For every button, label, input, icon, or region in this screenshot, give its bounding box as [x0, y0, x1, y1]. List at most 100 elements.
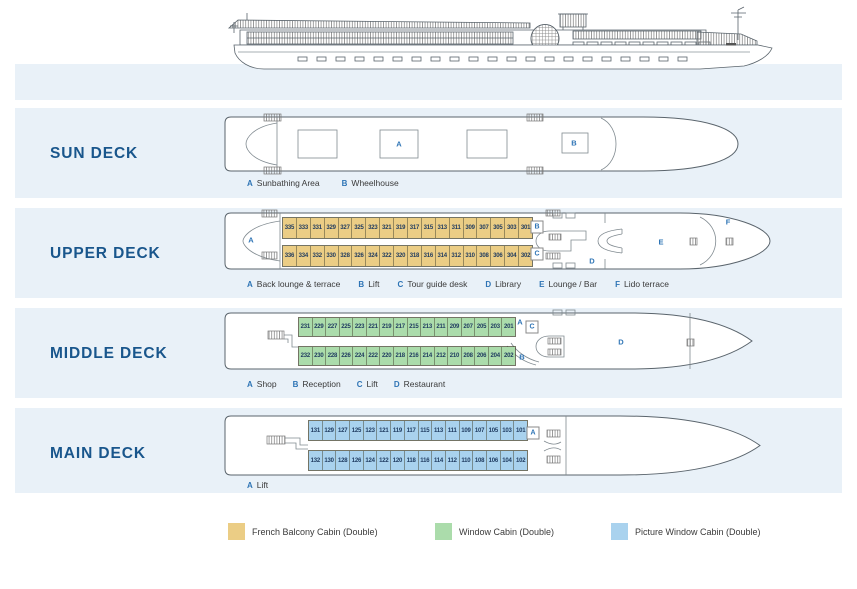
- cabin-336: 336: [283, 246, 296, 266]
- legend-key: D: [485, 279, 492, 289]
- cabin-321: 321: [379, 218, 394, 238]
- cabin-118: 118: [403, 451, 418, 470]
- cabin-127: 127: [335, 421, 350, 440]
- legend-key: A: [247, 480, 253, 490]
- legend-label: Reception: [302, 379, 341, 389]
- legend-label: Shop: [256, 379, 277, 389]
- ship-profile-illustration: [227, 6, 773, 70]
- cabin-115: 115: [417, 421, 432, 440]
- legend-key: A: [247, 379, 253, 389]
- cabin-131: 131: [309, 421, 322, 440]
- cabin-225: 225: [338, 318, 353, 336]
- band-ship-profile: [15, 64, 842, 100]
- legend-french-balcony-cabin: French Balcony Cabin (Double): [228, 523, 378, 540]
- main-deck-title: MAIN DECK: [50, 445, 146, 462]
- legend-label: Lift: [256, 480, 269, 490]
- cabin-230: 230: [311, 347, 326, 365]
- cabin-331: 331: [309, 218, 324, 238]
- cabin-330: 330: [323, 246, 338, 266]
- cabin-229: 229: [311, 318, 326, 336]
- cabin-216: 216: [406, 347, 421, 365]
- cabin-307: 307: [476, 218, 491, 238]
- legend-label: Lounge / Bar: [548, 279, 598, 289]
- legend-key: B: [292, 379, 299, 389]
- sun-deck-title: SUN DECK: [50, 145, 139, 162]
- legend-label: Wheelhouse: [351, 178, 399, 188]
- cabin-314: 314: [434, 246, 449, 266]
- cabin-121: 121: [376, 421, 391, 440]
- cabin-206: 206: [474, 347, 488, 365]
- cabin-304: 304: [504, 246, 519, 266]
- window-cabin-swatch: [435, 523, 452, 540]
- cabin-207: 207: [460, 318, 475, 336]
- cabin-123: 123: [362, 421, 377, 440]
- legend-key: A: [247, 279, 253, 289]
- cabin-327: 327: [337, 218, 352, 238]
- cabin-318: 318: [407, 246, 421, 266]
- cabin-301: 301: [518, 218, 533, 238]
- cabin-316: 316: [420, 246, 435, 266]
- picture-window-swatch: [611, 523, 628, 540]
- legend-key: C: [356, 379, 363, 389]
- cabin-220: 220: [379, 347, 393, 365]
- cabin-302: 302: [518, 246, 533, 266]
- cabin-201: 201: [501, 318, 515, 336]
- cabin-329: 329: [323, 218, 338, 238]
- cabin-205: 205: [474, 318, 488, 336]
- cabin-109: 109: [458, 421, 473, 440]
- legend-key: B: [358, 279, 365, 289]
- cabin-310: 310: [462, 246, 477, 266]
- cabin-101: 101: [513, 421, 527, 440]
- cabin-303: 303: [504, 218, 519, 238]
- legend-label: Lido terrace: [624, 279, 669, 289]
- cabin-312: 312: [448, 246, 463, 266]
- cabin-130: 130: [321, 451, 336, 470]
- cabin-222: 222: [365, 347, 380, 365]
- upper-deck-title: UPPER DECK: [50, 245, 161, 262]
- cabin-323: 323: [365, 218, 380, 238]
- cabin-319: 319: [393, 218, 408, 238]
- middle-deck-title: MIDDLE DECK: [50, 345, 168, 362]
- legend-window-cabin: Window Cabin (Double): [435, 523, 554, 540]
- cabin-124: 124: [362, 451, 377, 470]
- french-balcony-swatch: [228, 523, 245, 540]
- legend-key: B: [341, 178, 348, 188]
- legend-label: Sunbathing Area: [256, 178, 320, 188]
- cabin-114: 114: [431, 451, 445, 470]
- cabin-210: 210: [447, 347, 461, 365]
- cabin-315: 315: [420, 218, 435, 238]
- cabin-208: 208: [460, 347, 475, 365]
- cabin-129: 129: [321, 421, 336, 440]
- cabin-322: 322: [379, 246, 394, 266]
- cabin-102: 102: [513, 451, 527, 470]
- cabin-203: 203: [487, 318, 502, 336]
- cabin-215: 215: [406, 318, 421, 336]
- legend-label: Back lounge & terrace: [256, 279, 341, 289]
- cabin-128: 128: [335, 451, 350, 470]
- cabin-326: 326: [351, 246, 366, 266]
- cabin-311: 311: [448, 218, 463, 238]
- cabin-320: 320: [393, 246, 408, 266]
- cabin-120: 120: [390, 451, 404, 470]
- cabin-305: 305: [490, 218, 505, 238]
- cabin-334: 334: [295, 246, 310, 266]
- legend-key: C: [397, 279, 404, 289]
- cabin-209: 209: [447, 318, 461, 336]
- cabin-112: 112: [444, 451, 459, 470]
- cabin-213: 213: [420, 318, 434, 336]
- cabin-328: 328: [337, 246, 352, 266]
